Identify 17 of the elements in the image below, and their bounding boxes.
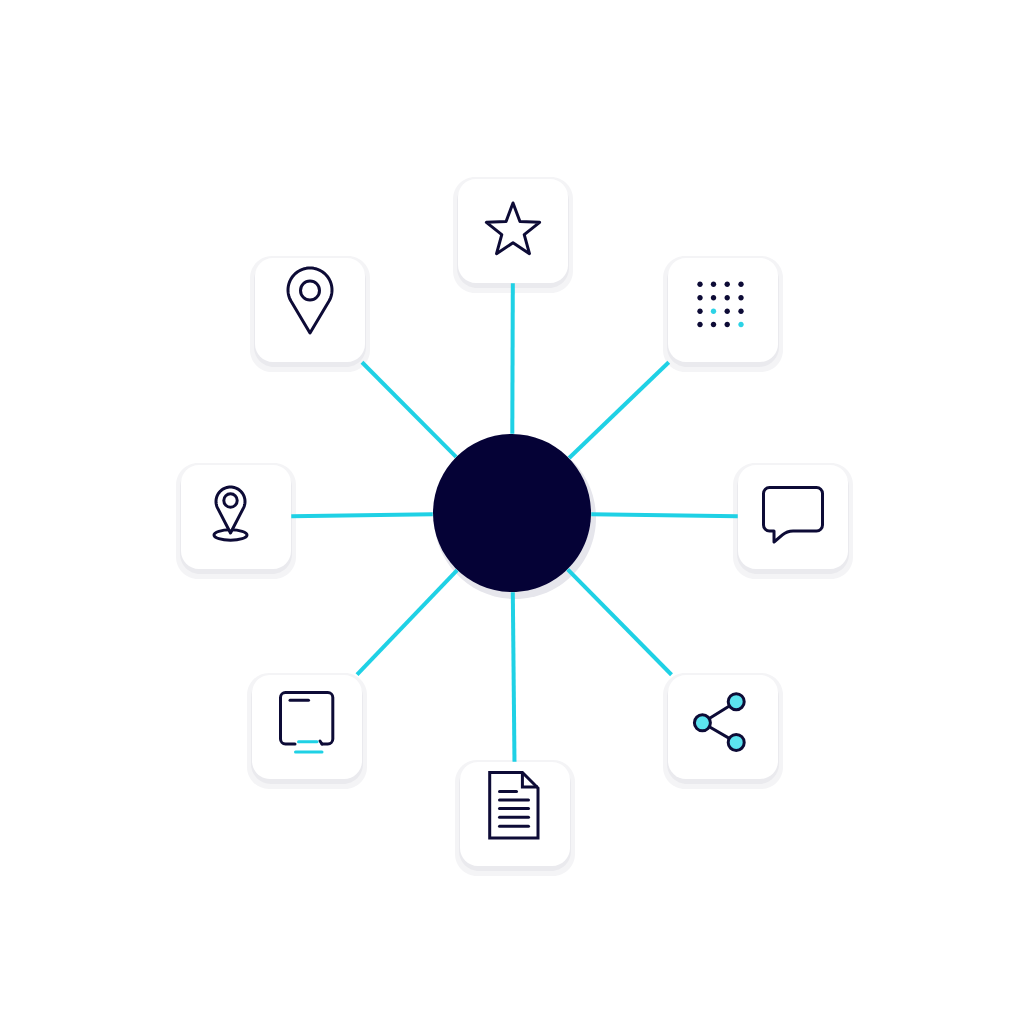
icon-tile xyxy=(455,760,575,876)
connector-line xyxy=(510,283,515,434)
icon-tile xyxy=(453,177,573,293)
icon-tile xyxy=(176,463,296,579)
hub-circle xyxy=(433,434,596,599)
connector-line xyxy=(291,512,433,519)
connector-line xyxy=(360,360,458,459)
icon-tile xyxy=(663,673,783,789)
icon-tile xyxy=(733,463,853,579)
icon-tile xyxy=(250,256,370,372)
connector-line xyxy=(591,512,738,519)
icon-tile xyxy=(663,256,783,372)
icon-tile xyxy=(247,673,367,789)
connector-line xyxy=(355,568,459,677)
connector-line xyxy=(567,360,671,460)
connector-line xyxy=(510,592,517,762)
connector-line xyxy=(566,568,673,677)
